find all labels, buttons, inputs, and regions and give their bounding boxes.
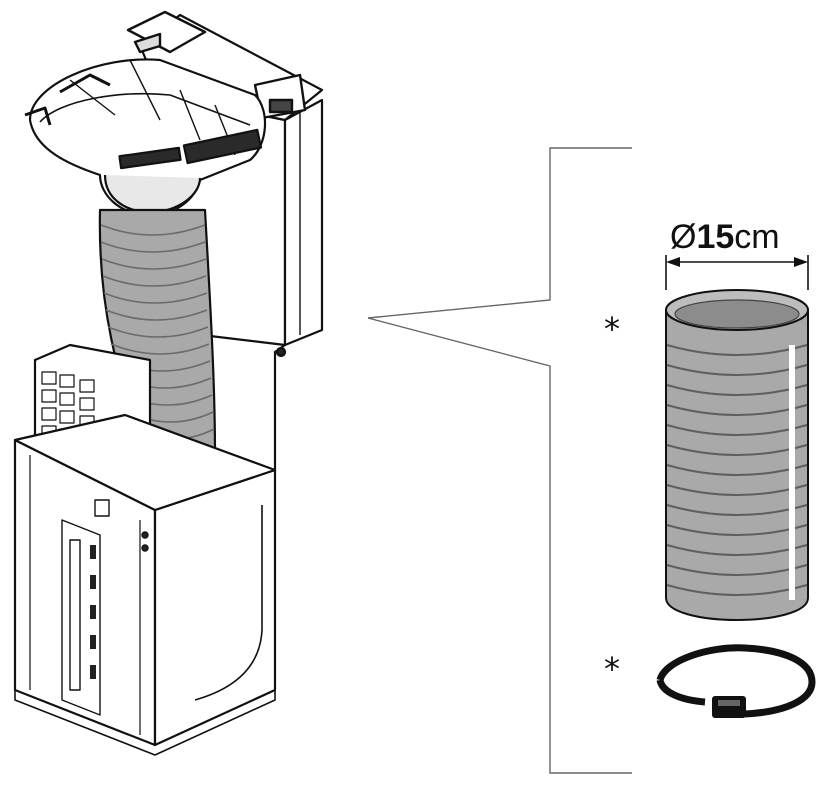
clamp-asterisk-marker: * (604, 650, 620, 688)
hose-asterisk-marker: * (604, 310, 620, 348)
flexible-duct-hose-icon (665, 289, 809, 622)
appliance-unit-illustration (13, 10, 324, 756)
upper-column-side (283, 98, 324, 347)
dimension-annotation: Ø15cm (665, 218, 809, 290)
diameter-symbol: Ø (670, 218, 696, 256)
lower-box-side (153, 468, 277, 747)
front-panel-rails (61, 499, 149, 716)
diameter-unit: cm (734, 218, 779, 256)
diameter-value: 15 (696, 218, 734, 256)
lower-box-top (13, 413, 277, 512)
callout-pointer (367, 147, 632, 774)
duct-elbow (24, 58, 267, 217)
svg-text:Ø15cm: Ø15cm (670, 218, 780, 256)
hose-clamp-icon (656, 644, 816, 718)
